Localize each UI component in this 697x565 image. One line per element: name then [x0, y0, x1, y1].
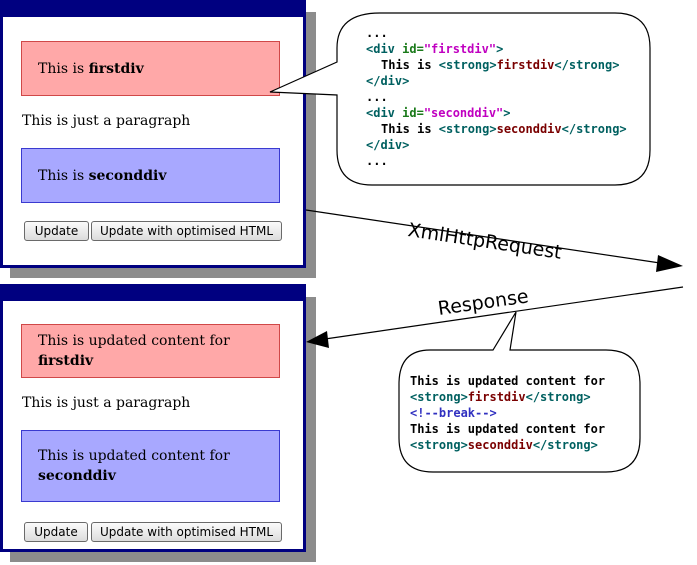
request-ellipsis-3: ...	[366, 154, 388, 168]
response-arrowhead	[306, 331, 329, 348]
request-div2-text: This is	[381, 122, 439, 136]
top-firstdiv-panel: This is firstdiv	[21, 41, 280, 96]
request-div2-close: </div>	[366, 138, 410, 152]
request-code: ... <div id="firstdiv"> This is <strong>…	[0, 0, 627, 168]
request-code-line-8: </div>	[366, 137, 409, 153]
response-code-line-5: <strong>seconddiv</strong>	[410, 437, 598, 453]
top-paragraph: This is just a paragraph	[22, 113, 191, 129]
top-seconddiv-bold: seconddiv	[88, 167, 167, 184]
request-code-line-2: <div id="firstdiv">	[366, 41, 503, 57]
top-firstdiv-text: This is firstdiv	[38, 59, 144, 79]
request-strong-close-2: </strong>	[561, 122, 627, 136]
request-code-line-9: ...	[366, 153, 388, 169]
response-arrow-line	[324, 286, 684, 340]
bottom-paragraph: This is just a paragraph	[22, 395, 191, 411]
response-code-line-1: This is updated content for	[410, 373, 605, 389]
response-line4: This is updated content for	[410, 422, 606, 436]
request-code-line-5: ...	[366, 89, 388, 105]
response-strong-open-2: <strong>	[410, 438, 468, 452]
response-code-line-4: This is updated content for	[410, 421, 605, 437]
request-div1-attr: id=	[394, 42, 424, 56]
response-line1: This is updated content for	[410, 374, 606, 388]
bottom-seconddiv-panel: This is updated content for seconddiv	[21, 430, 280, 502]
request-div1-val: "firstdiv"	[423, 42, 497, 56]
top-firstdiv-bold: firstdiv	[88, 60, 144, 77]
request-code-line-7: This is <strong>seconddiv</strong>	[381, 121, 627, 137]
top-seconddiv-panel: This is seconddiv	[21, 148, 280, 203]
top-update-optimised-button[interactable]: Update with optimised HTML	[91, 221, 282, 241]
request-div2-bracket: >	[503, 106, 511, 120]
response-strong-close-1: </strong>	[525, 390, 591, 404]
request-div1-open-tag: <div	[366, 42, 395, 56]
bottom-firstdiv-panel: This is updated content for firstdiv	[21, 324, 280, 378]
top-update-button[interactable]: Update	[24, 221, 89, 241]
bottom-firstdiv-bold: firstdiv	[38, 353, 94, 369]
request-div2-attr: id=	[394, 106, 424, 120]
request-div1-bracket: >	[496, 42, 504, 56]
response-bubble-outline	[398, 311, 641, 473]
bottom-firstdiv-prefix: This is updated content for	[38, 333, 230, 349]
request-div1-close: </div>	[366, 74, 410, 88]
response-code: This is updated content for <strong>firs…	[0, 0, 605, 452]
request-arrowhead	[656, 255, 683, 272]
bottom-update-optimised-button[interactable]: Update with optimised HTML	[91, 522, 282, 542]
request-div1-text: This is	[381, 58, 439, 72]
top-seconddiv-text: This is seconddiv	[38, 166, 166, 186]
bottom-seconddiv-prefix: This is updated content for	[38, 448, 230, 464]
request-strong-close-1: </strong>	[554, 58, 620, 72]
bottom-update-button[interactable]: Update	[24, 522, 88, 542]
top-seconddiv-prefix: This is	[38, 167, 89, 184]
bottom-seconddiv-bold: seconddiv	[38, 468, 116, 484]
request-code-line-4: </div>	[366, 73, 409, 89]
bottom-seconddiv-text: This is updated content for seconddiv	[38, 446, 263, 486]
request-bubble-outline	[269, 12, 651, 186]
request-div1-inner: firstdiv	[496, 58, 555, 72]
bottom-firstdiv-text: This is updated content for firstdiv	[38, 331, 263, 371]
response-inner2: seconddiv	[467, 438, 533, 452]
top-firstdiv-prefix: This is	[38, 60, 89, 77]
request-ellipsis-1: ...	[366, 26, 388, 40]
response-strong-open-1: <strong>	[410, 390, 468, 404]
response-code-line-2: <strong>firstdiv</strong>	[410, 389, 591, 405]
request-div2-open-tag: <div	[366, 106, 395, 120]
response-break-comment: <!--break-->	[410, 406, 497, 420]
response-strong-close-2: </strong>	[532, 438, 598, 452]
request-strong-open-1: <strong>	[438, 58, 497, 72]
request-code-line-3: This is <strong>firstdiv</strong>	[381, 57, 619, 73]
request-div2-inner: seconddiv	[496, 122, 562, 136]
request-code-line-6: <div id="seconddiv">	[366, 105, 511, 121]
response-code-line-3: <!--break-->	[410, 405, 497, 421]
request-arrow-line	[305, 209, 661, 264]
request-strong-open-2: <strong>	[438, 122, 497, 136]
request-div2-val: "seconddiv"	[423, 106, 504, 120]
request-code-line-1: ...	[366, 25, 388, 41]
response-inner1: firstdiv	[467, 390, 526, 404]
request-ellipsis-2: ...	[366, 90, 388, 104]
